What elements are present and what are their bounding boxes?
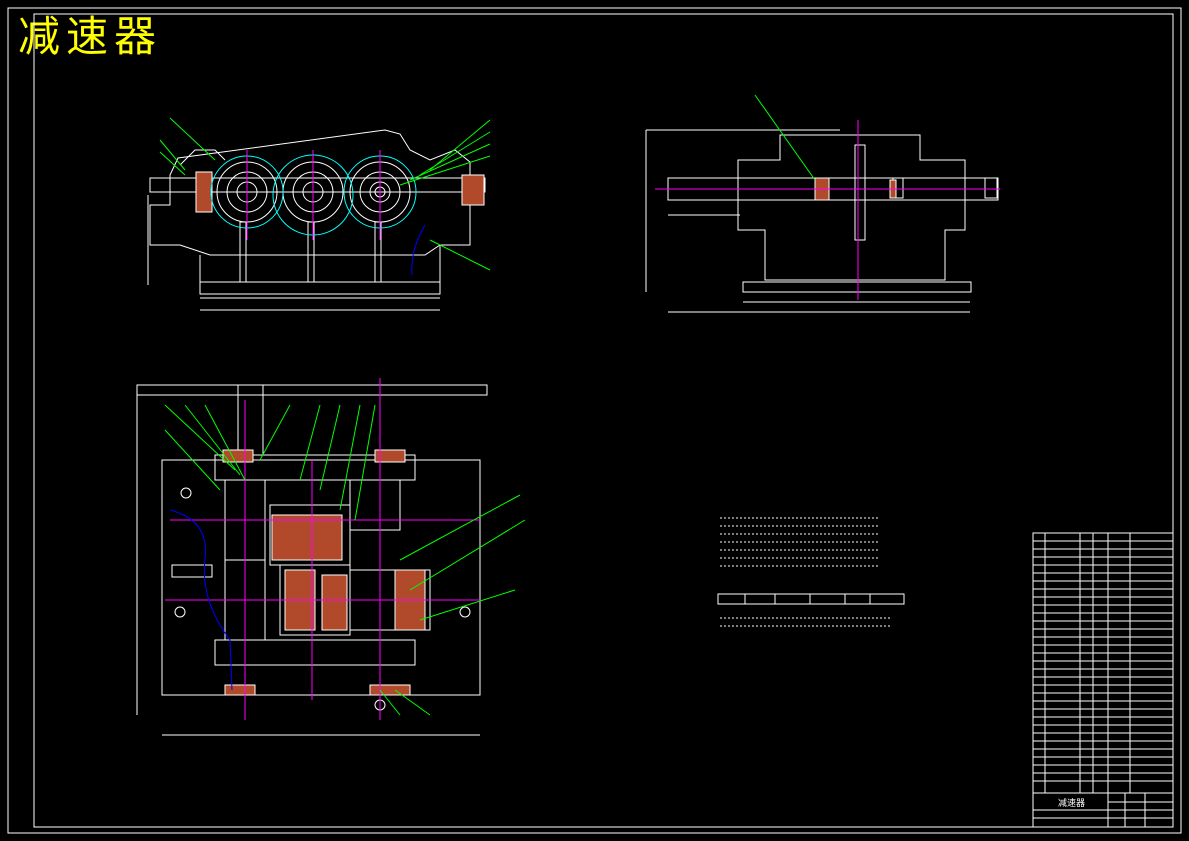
parts-list-table [1032, 532, 1174, 794]
drawing-title: 减速器 [18, 12, 163, 61]
plan-view-leaders [164, 404, 526, 716]
side-view-leader [754, 94, 816, 181]
plan-view-break-line [169, 509, 233, 691]
side-view-centerlines [655, 120, 1000, 300]
technical-notes [717, 517, 905, 627]
side-view [645, 129, 999, 313]
outer-border [7, 7, 1182, 834]
front-view-break-line [411, 224, 426, 276]
title-block-drawing-name: 减速器 [1058, 797, 1085, 809]
plan-view-gear-sections [222, 449, 426, 696]
front-view-centerlines [246, 150, 381, 240]
plan-view-centerlines [165, 378, 480, 720]
front-view [147, 129, 486, 311]
front-view-leaders [159, 117, 491, 271]
title-block [1032, 792, 1174, 828]
inner-border [33, 13, 1174, 828]
